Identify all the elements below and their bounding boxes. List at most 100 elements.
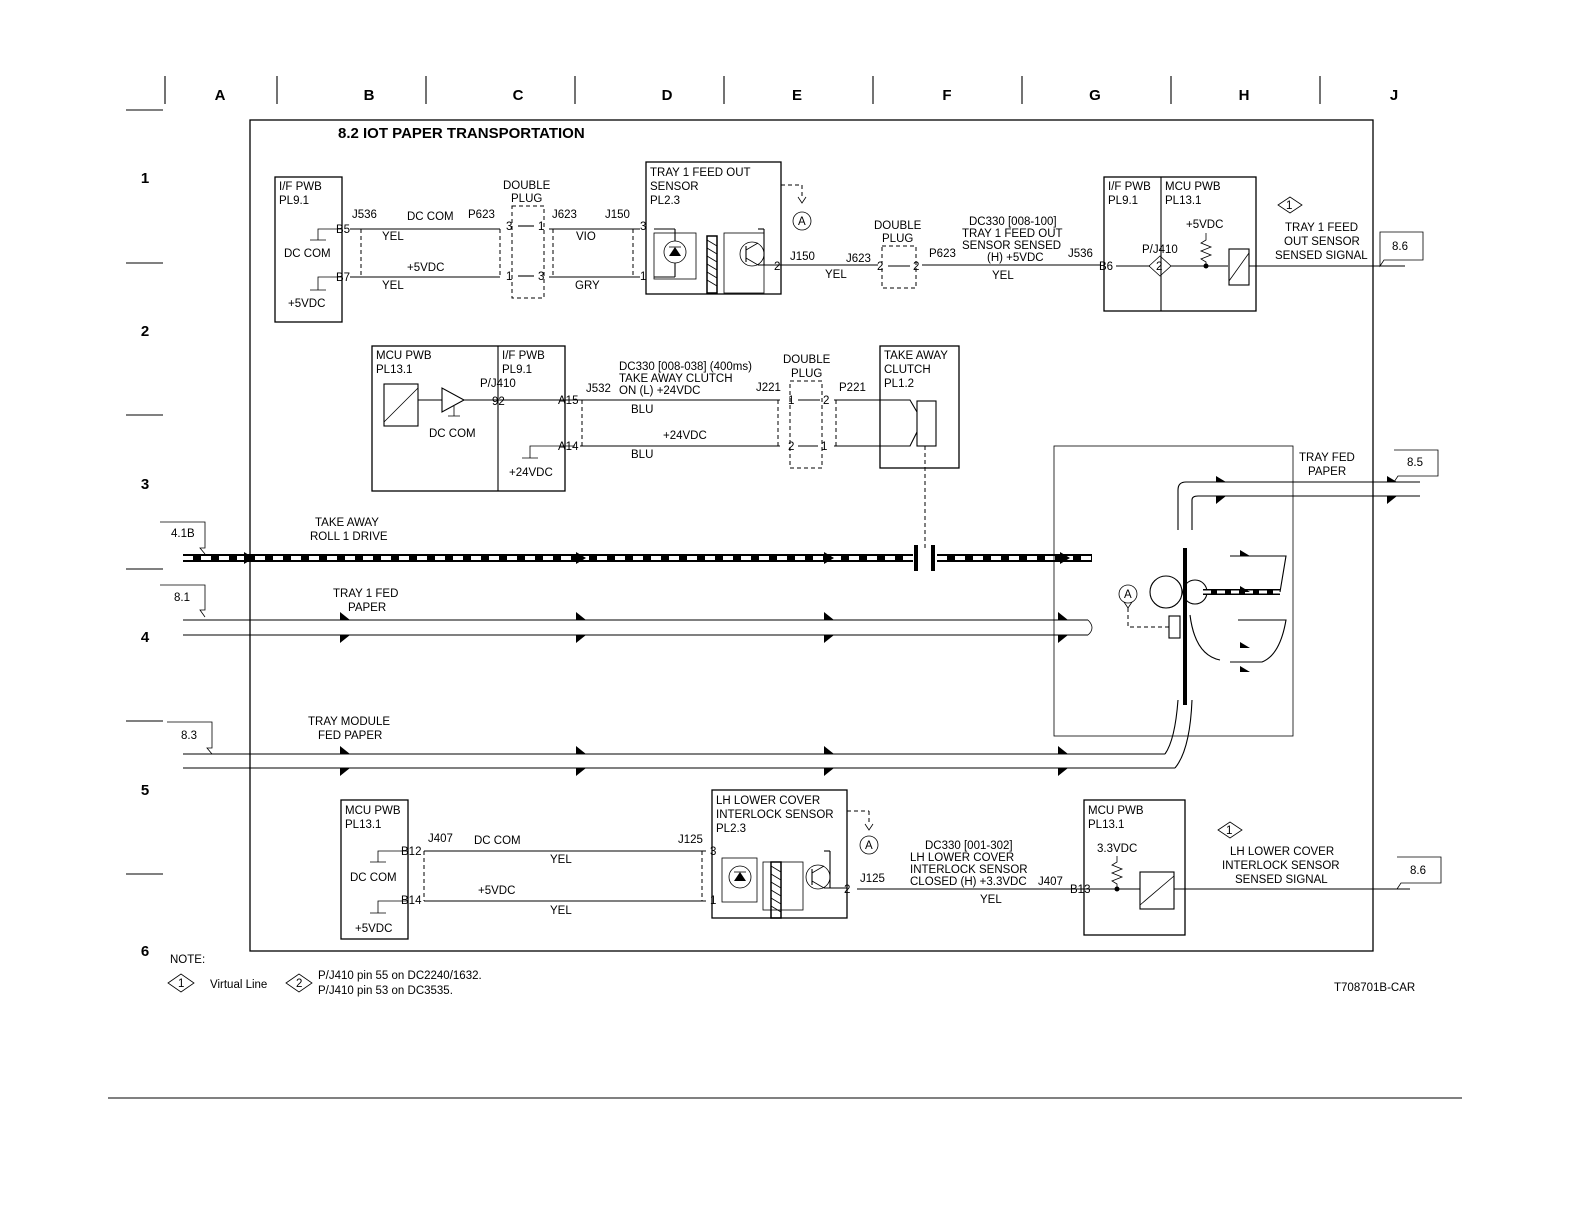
note-symbol-2: 2: [296, 978, 302, 990]
test-point-a-2: A: [1124, 589, 1132, 601]
plus5vdc-wire-label-3: +5VDC: [478, 885, 515, 897]
lh-signal-label-2: INTERLOCK SENSOR: [1222, 860, 1340, 872]
yel-wire-label-c3-2: YEL: [550, 905, 572, 917]
b13-label: B13: [1070, 884, 1090, 896]
plug3-pin-1a: 1: [788, 395, 794, 407]
tray1-fed-label-1: TRAY 1 FED: [333, 588, 398, 600]
sensor-pin-2: 2: [774, 261, 780, 273]
ref-8-5: 8.5: [1407, 457, 1423, 469]
j125-label: J125: [678, 834, 703, 846]
mcu-pwb-pl-3: PL13.1: [345, 819, 381, 831]
j221-label: J221: [756, 382, 781, 394]
diagram-title: 8.2 IOT PAPER TRANSPORTATION: [338, 125, 585, 142]
take-away-clutch-circuit: MCU PWB PL13.1 I/F PWB PL9.1 DC COM P/J4…: [371, 345, 960, 548]
column-label-j: J: [1390, 87, 1398, 104]
plus5vdc-wire-label: +5VDC: [407, 262, 444, 274]
ref-8-6-top: 8.6: [1392, 241, 1408, 253]
if-pwb-box: [274, 176, 343, 323]
column-label-b: B: [364, 87, 375, 104]
double-plug-2-label-2: PLUG: [882, 233, 913, 245]
mcu-pwb-label: MCU PWB: [1165, 181, 1221, 193]
vio-wire-label: VIO: [576, 231, 596, 243]
dc-com-label: DC COM: [284, 248, 331, 260]
dc-com-label-3: DC COM: [350, 872, 397, 884]
lh-signal-label-1: LH LOWER COVER: [1230, 846, 1334, 858]
lh-sensor-pin-1: 1: [710, 895, 716, 907]
a14-label: A14: [558, 441, 579, 453]
row-label-6: 6: [141, 943, 149, 960]
ref-8-3: 8.3: [181, 730, 197, 742]
dc-com-label-2: DC COM: [429, 428, 476, 440]
j125b-label: J125: [860, 873, 885, 885]
take-away-label-1: TAKE AWAY: [315, 517, 379, 529]
dc330-038-line-3: ON (L) +24VDC: [619, 385, 700, 397]
lh-sensor-label-2: INTERLOCK SENSOR: [716, 809, 834, 821]
tray-fed-label-1: TRAY FED: [1299, 452, 1355, 464]
lh-sensor-pin-2: 2: [844, 884, 850, 896]
tray-module-label-2: FED PAPER: [318, 730, 382, 742]
note-pj410-line-1: P/J410 pin 55 on DC2240/1632.: [318, 970, 482, 982]
mcu-pwb-pl-2: PL13.1: [376, 364, 412, 376]
if-pwb-label: I/F PWB: [279, 181, 322, 193]
signal-label-1: TRAY 1 FEED: [1285, 222, 1358, 234]
clutch-label-3: PL1.2: [884, 378, 914, 390]
p623-label: P623: [468, 209, 495, 221]
dc330-302-line-3: INTERLOCK SENSOR: [910, 864, 1028, 876]
yel-wire-label-3: YEL: [825, 269, 847, 281]
double-plug-label: DOUBLE: [503, 180, 551, 192]
plug3-pin-1b: 1: [821, 441, 827, 453]
grid-row-header: 1 2 3 4 5 6: [126, 109, 163, 960]
mcu-pwb-pl: PL13.1: [1165, 195, 1201, 207]
diagram-frame: [249, 119, 1374, 952]
sensor-pin-1: 1: [640, 271, 646, 283]
tray-module-label-1: TRAY MODULE: [308, 716, 390, 728]
double-plug-2-label: DOUBLE: [874, 220, 922, 232]
mcu-pwb-box-3: [340, 799, 409, 940]
clutch-label-1: TAKE AWAY: [884, 350, 948, 362]
row-label-4: 4: [141, 629, 150, 646]
plug3-pin-2a: 2: [823, 395, 829, 407]
column-label-f: F: [942, 87, 951, 104]
paper-paths: 4.1B TAKE AWAY ROLL 1 DRIVE 8.1 TRAY 1 F…: [160, 445, 1439, 776]
column-label-d: D: [662, 87, 673, 104]
take-away-clutch-box: [879, 345, 960, 469]
mcu-pwb-label-4: MCU PWB: [1088, 805, 1144, 817]
tray1-fed-label-2: PAPER: [348, 602, 386, 614]
ref-8-1: 8.1: [174, 592, 190, 604]
pj410-label-2: P/J410: [480, 378, 516, 390]
take-away-label-2: ROLL 1 DRIVE: [310, 531, 388, 543]
a15-label: A15: [558, 395, 578, 407]
tray1-feed-out-sensor-circuit: I/F PWB PL9.1 DC COM +5VDC J536 B5 B7 DC…: [274, 161, 1424, 323]
signal-label-2: OUT SENSOR: [1284, 236, 1360, 248]
blu-wire-label-1: BLU: [631, 404, 653, 416]
v33-label: 3.3VDC: [1097, 843, 1137, 855]
dc330-100-line-4: (H) +5VDC: [987, 252, 1044, 264]
mcu-pwb-label-2: MCU PWB: [376, 350, 432, 362]
column-label-a: A: [215, 87, 226, 104]
j536-label: J536: [352, 209, 377, 221]
b12-label: B12: [401, 846, 421, 858]
mcu-5vdc-label: +5VDC: [1186, 219, 1223, 231]
column-label-g: G: [1089, 87, 1101, 104]
document-code: T708701B-CAR: [1334, 982, 1415, 994]
blu-wire-label-2: BLU: [631, 449, 653, 461]
j623-label: J623: [552, 209, 577, 221]
note-pj410-line-2: P/J410 pin 53 on DC3535.: [318, 985, 453, 997]
dc330-100-line-2: TRAY 1 FEED OUT: [962, 228, 1063, 240]
dc330-302-line-4: CLOSED (H) +3.3VDC: [910, 876, 1027, 888]
row-label-2: 2: [141, 323, 149, 340]
column-label-e: E: [792, 87, 802, 104]
plus24vdc-wire-label: +24VDC: [663, 430, 707, 442]
lh-sensor-label-3: PL2.3: [716, 823, 746, 835]
mcu-if-pwb-box: [371, 345, 566, 492]
yel-wire-label-2: YEL: [382, 280, 404, 292]
pj410-label: P/J410: [1142, 244, 1178, 256]
plug-pin-1a: 1: [538, 221, 544, 233]
if-pwb-label-3: I/F PWB: [502, 350, 545, 362]
yel-wire-label-c3-1: YEL: [550, 854, 572, 866]
plus24vdc-label: +24VDC: [509, 467, 553, 479]
plug-pin-1b: 1: [506, 271, 512, 283]
test-point-a-3: A: [865, 840, 873, 852]
tray1-feed-out-sensor-box: [645, 161, 782, 295]
